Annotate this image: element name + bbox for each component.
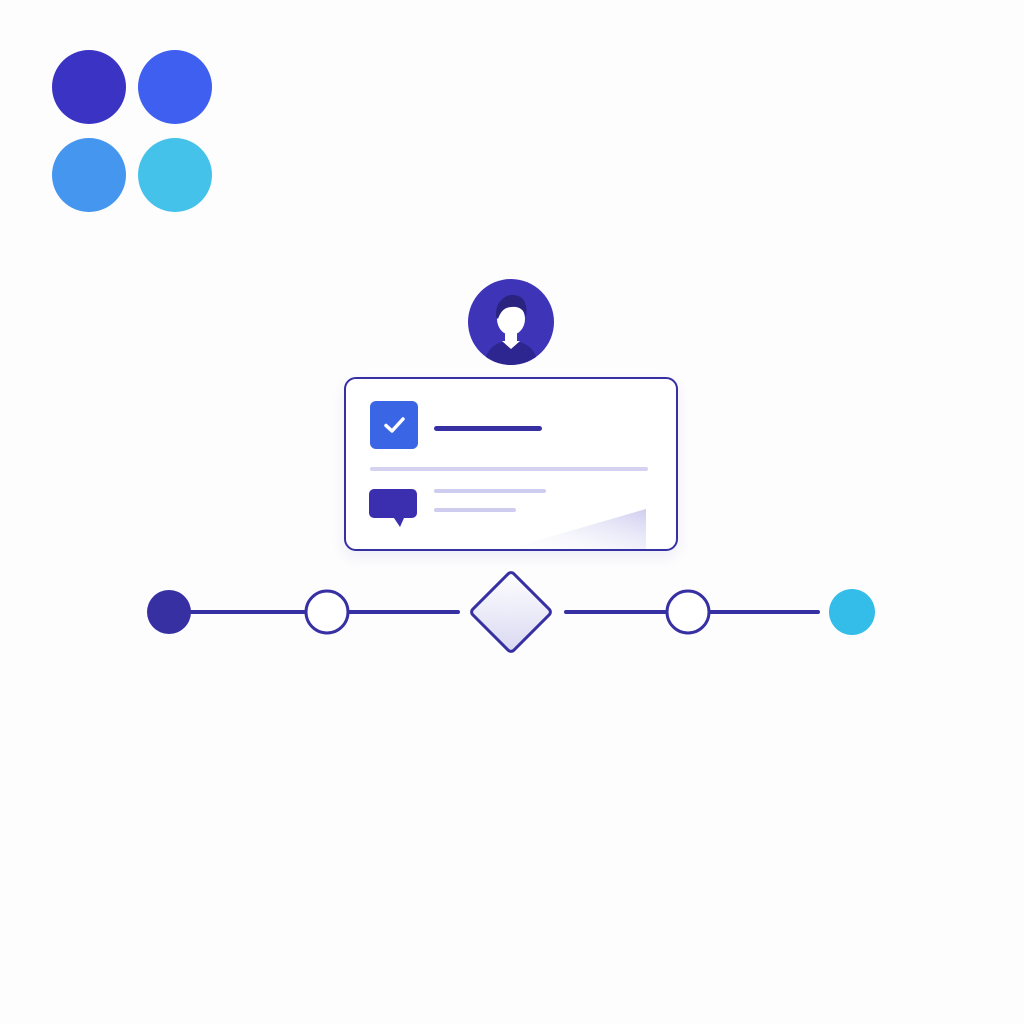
brand-dot-sky bbox=[52, 138, 126, 212]
diamond-decision-icon[interactable] bbox=[470, 571, 552, 653]
flow-step-node-2[interactable] bbox=[665, 589, 711, 635]
checkbox-checked-icon[interactable] bbox=[370, 401, 418, 449]
flow-step-node-1[interactable] bbox=[304, 589, 350, 635]
user-avatar-icon[interactable] bbox=[468, 279, 554, 365]
chat-bubble-icon[interactable] bbox=[368, 487, 420, 531]
comment-line-1 bbox=[434, 489, 546, 493]
brand-logo bbox=[52, 50, 212, 212]
brand-dot-blue bbox=[138, 50, 212, 124]
flow-end-node[interactable] bbox=[829, 589, 875, 635]
flow-start-node[interactable] bbox=[147, 590, 191, 634]
brand-dot-indigo bbox=[52, 50, 126, 124]
card-divider bbox=[370, 467, 648, 471]
task-title-bar bbox=[434, 426, 542, 431]
brand-dot-cyan bbox=[138, 138, 212, 212]
task-card[interactable] bbox=[344, 377, 678, 551]
checkmark-icon bbox=[384, 417, 405, 433]
comment-line-2 bbox=[434, 508, 516, 512]
